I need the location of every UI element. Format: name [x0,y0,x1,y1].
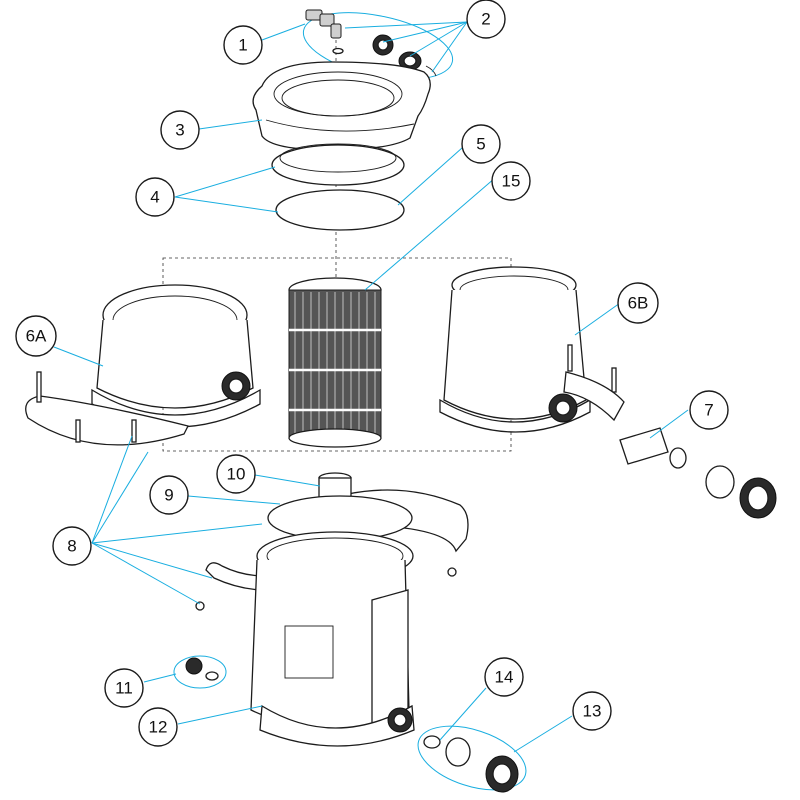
part-15-cartridge [288,277,382,448]
part-3-lid [252,61,431,151]
callout-label: 14 [495,668,514,687]
part-7-union [619,427,777,519]
callout-11: 11 [104,668,144,708]
callout-3: 3 [160,110,200,150]
callout-7: 7 [689,390,729,430]
callout-label: 15 [502,172,521,191]
callout-13: 13 [572,691,612,731]
callout-label: 8 [67,537,76,556]
callout-label: 4 [150,188,159,207]
callout-label: 9 [164,486,173,505]
callout-label: 5 [476,135,485,154]
callout-8: 8 [52,526,92,566]
callout-label: 11 [115,679,133,698]
callout-4: 4 [135,177,175,217]
callout-label: 6A [26,327,47,346]
part-12-tank [250,531,415,747]
callout-label: 12 [149,718,168,737]
part-6b-housing [439,266,591,433]
callout-9: 9 [149,475,189,515]
callout-6b: 6B [617,282,659,324]
callout-10: 10 [216,454,256,494]
callout-1: 1 [223,25,263,65]
callout-14: 14 [484,657,524,697]
callout-label: 13 [583,702,602,721]
callout-15: 15 [491,161,531,201]
callout-label: 7 [704,401,713,420]
callout-2: 2 [466,0,506,39]
callout-5: 5 [461,124,501,164]
part-2-valve-kit [302,9,454,80]
callout-12: 12 [138,707,178,747]
callout-label: 2 [481,10,490,29]
callout-label: 3 [175,121,184,140]
part-4-o-rings [271,143,405,231]
leader-lines [53,21,689,753]
callout-label: 6B [628,294,649,313]
callout-label: 1 [238,36,247,55]
callout-6a: 6A [15,315,57,357]
part-13-14-union [417,725,527,793]
callout-label: 10 [227,465,246,484]
part-6a-housing [91,284,261,428]
part-11-drain-plug [173,655,227,689]
